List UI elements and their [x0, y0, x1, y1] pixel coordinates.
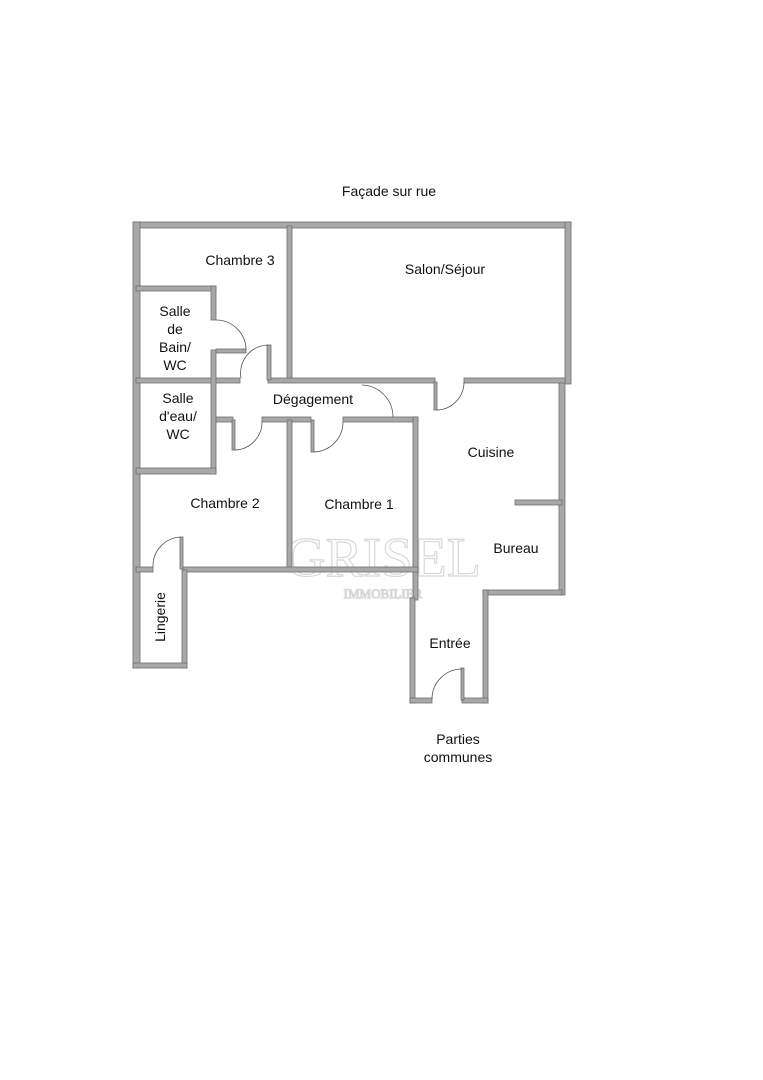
watermark: GRISEL IMMOBILIER	[284, 526, 481, 601]
svg-text:WC: WC	[166, 426, 189, 442]
room-cuisine: Cuisine	[468, 444, 515, 460]
room-entree: Entrée	[429, 635, 470, 651]
walls	[132, 221, 572, 704]
svg-text:Bain/: Bain/	[159, 339, 191, 355]
svg-text:Salle: Salle	[162, 390, 193, 406]
facade-label: Façade sur rue	[342, 183, 436, 199]
svg-text:communes: communes	[424, 749, 492, 765]
room-chambre2: Chambre 2	[190, 495, 259, 511]
room-chambre3: Chambre 3	[205, 252, 274, 268]
svg-text:d'eau/: d'eau/	[159, 408, 197, 424]
room-lingerie: Lingerie	[152, 592, 168, 642]
doors	[152, 319, 465, 700]
room-chambre1: Chambre 1	[324, 496, 393, 512]
room-salon: Salon/Séjour	[405, 261, 486, 277]
svg-text:IMMOBILIER: IMMOBILIER	[344, 586, 423, 601]
room-bureau: Bureau	[493, 540, 538, 556]
room-degagement: Dégagement	[273, 391, 353, 407]
svg-text:GRISEL: GRISEL	[285, 527, 481, 589]
svg-text:Salle: Salle	[159, 303, 190, 319]
labels: Façade sur rue Chambre 3 Salon/Séjour Sa…	[152, 183, 539, 765]
svg-text:de: de	[167, 321, 183, 337]
svg-text:WC: WC	[163, 357, 186, 373]
svg-text:Parties: Parties	[436, 731, 480, 747]
